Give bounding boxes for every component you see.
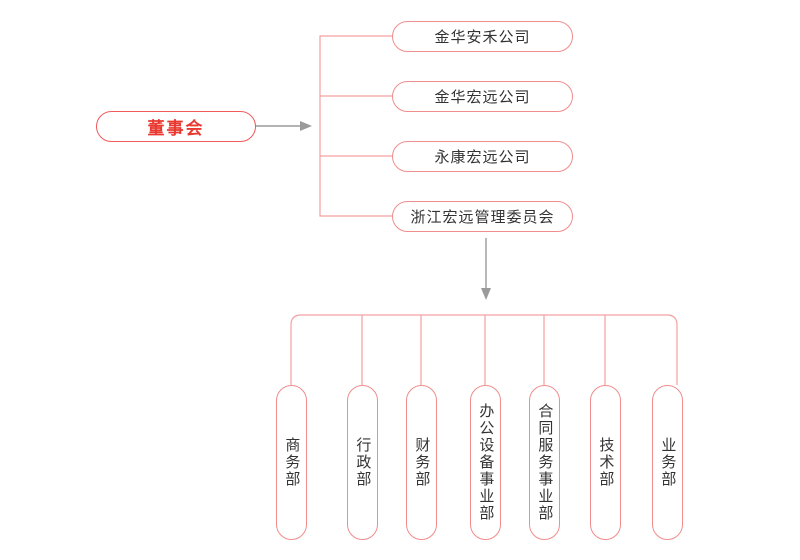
node-label: 金华安禾公司 [434,29,531,46]
node-department-6[interactable]: 技术部 [590,385,621,540]
node-department-4[interactable]: 办公设备事业部 [470,385,501,540]
node-department-5[interactable]: 合同服务事业部 [529,385,560,540]
node-department-7[interactable]: 业务部 [652,385,683,540]
root-to-subsidiaries-arrow [256,121,312,131]
department-branch-lines [290,314,678,385]
node-label: 办公设备事业部 [477,403,495,522]
node-label: 技术部 [597,437,615,488]
subsidiaries-to-departments-arrow [481,238,491,300]
node-label: 浙江宏远管理委员会 [410,209,555,226]
node-subsidiary-1[interactable]: 金华安禾公司 [392,21,573,52]
node-label: 合同服务事业部 [536,403,554,522]
node-label: 财务部 [413,437,431,488]
node-label: 行政部 [354,437,372,488]
node-label: 永康宏远公司 [434,149,531,166]
node-label: 业务部 [659,437,677,488]
subsidiary-branch-lines [319,35,392,217]
node-department-1[interactable]: 商务部 [276,385,307,540]
node-department-2[interactable]: 行政部 [347,385,378,540]
node-subsidiary-3[interactable]: 永康宏远公司 [392,141,573,172]
node-department-3[interactable]: 财务部 [406,385,437,540]
node-subsidiary-4[interactable]: 浙江宏远管理委员会 [392,201,573,232]
node-label: 商务部 [283,437,301,488]
node-board-of-directors[interactable]: 董事会 [96,111,256,142]
node-label: 董事会 [147,119,205,138]
node-subsidiary-2[interactable]: 金华宏远公司 [392,81,573,112]
node-label: 金华宏远公司 [434,89,531,106]
